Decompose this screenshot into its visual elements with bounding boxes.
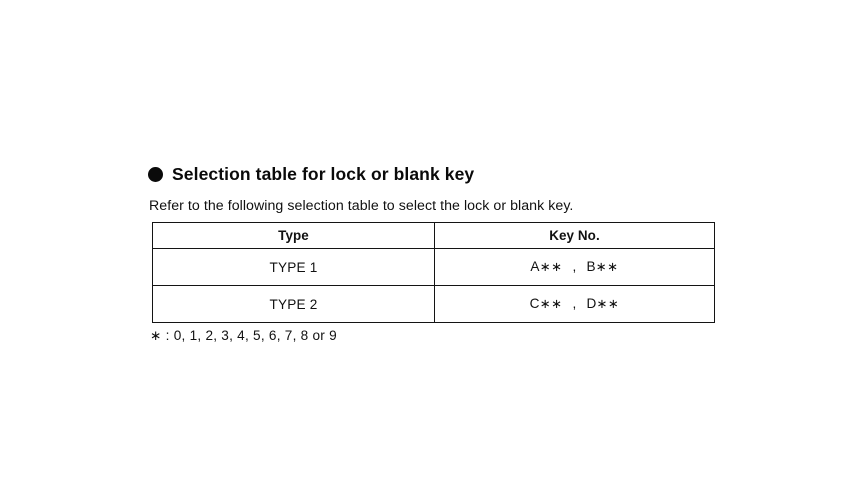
key-prefix-c: C — [529, 296, 540, 311]
asterisk-pair-d: ∗∗ — [596, 296, 620, 311]
table-body: TYPE 1 A∗∗,B∗∗ TYPE 2 C∗∗,D∗∗ — [152, 248, 715, 323]
table-row: TYPE 2 C∗∗,D∗∗ — [152, 285, 715, 323]
key-prefix-a: A — [530, 259, 540, 274]
selection-table: Type Key No. TYPE 1 A∗∗,B∗∗ TYPE 2 C∗∗,D… — [152, 222, 715, 323]
key-separator-row1: , — [572, 259, 577, 274]
cell-type-row2: TYPE 2 — [152, 285, 435, 323]
intro-paragraph: Refer to the following selection table t… — [149, 198, 574, 214]
page-title: Selection table for lock or blank key — [172, 164, 475, 184]
table-row: TYPE 1 A∗∗,B∗∗ — [152, 248, 715, 286]
footnote-asterisk-legend: ∗ : 0, 1, 2, 3, 4, 5, 6, 7, 8 or 9 — [150, 328, 337, 343]
table-header-row: Type Key No. — [152, 222, 715, 249]
key-prefix-d: D — [586, 296, 597, 311]
key-prefix-b: B — [586, 259, 596, 274]
cell-key-no-row2: C∗∗,D∗∗ — [434, 285, 715, 323]
column-header-key-no: Key No. — [434, 222, 715, 249]
asterisk-pair-a: ∗∗ — [539, 259, 563, 274]
table-head: Type Key No. — [152, 222, 715, 249]
filled-circle-bullet-icon — [148, 167, 163, 183]
key-separator-row2: , — [572, 296, 577, 311]
cell-type-row1: TYPE 1 — [152, 248, 435, 286]
column-header-type: Type — [152, 222, 435, 249]
asterisk-pair-c: ∗∗ — [539, 296, 563, 311]
section-heading: Selection table for lock or blank key — [148, 164, 475, 184]
cell-key-no-row1: A∗∗,B∗∗ — [434, 248, 715, 286]
asterisk-pair-b: ∗∗ — [595, 259, 619, 274]
